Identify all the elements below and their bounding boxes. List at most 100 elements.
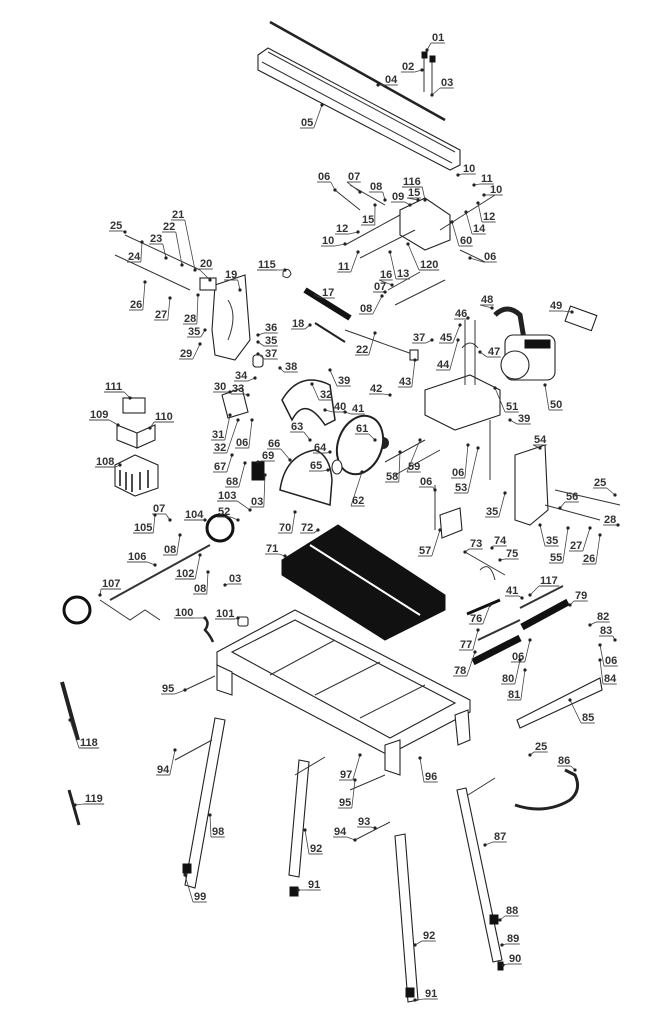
part-label-55: 55 xyxy=(549,526,570,564)
leader-dot xyxy=(450,220,454,224)
part-99-foot xyxy=(182,863,192,874)
part-number: 25 xyxy=(594,477,606,489)
leader-dot xyxy=(458,323,462,327)
part-107-bracket xyxy=(99,599,161,621)
leader-dot xyxy=(373,438,377,442)
part-label-109: 109 xyxy=(89,409,120,427)
part-number: 109 xyxy=(90,409,108,421)
leader-dot xyxy=(303,828,307,832)
leader-dot xyxy=(140,240,144,244)
part-number: 04 xyxy=(385,74,398,86)
leader-dot xyxy=(406,242,410,246)
part-label-77: 77 xyxy=(459,628,480,651)
part-number: 60 xyxy=(460,235,472,247)
leader-line xyxy=(109,419,119,426)
leader-line xyxy=(350,471,363,507)
leader-line xyxy=(238,462,246,488)
part-78-rail xyxy=(471,634,522,666)
leader-line xyxy=(303,431,311,441)
part-label-42: 42 xyxy=(369,383,392,397)
part-label-94: 94 xyxy=(333,826,357,842)
leader-dot xyxy=(236,518,240,522)
part-label-08: 08 xyxy=(163,533,182,556)
part-number: 30 xyxy=(214,381,226,393)
part-label-79: 79 xyxy=(568,590,588,607)
leader-dot xyxy=(488,603,492,607)
part-number: 15 xyxy=(362,214,374,226)
part-number: 11 xyxy=(481,173,493,185)
part-label-07: 07 xyxy=(346,171,362,194)
leader-dot xyxy=(543,383,547,387)
part-118-pin xyxy=(60,681,80,741)
leader-line xyxy=(524,639,531,663)
part-number: 41 xyxy=(352,403,364,415)
part-number: 79 xyxy=(575,590,587,602)
part-104-wheel xyxy=(205,513,235,543)
leader-line xyxy=(529,585,540,596)
part-number: 118 xyxy=(80,737,98,749)
part-label-69: 69 xyxy=(256,450,275,464)
leader-dot xyxy=(588,623,592,627)
leader-dot xyxy=(568,698,572,702)
leader-line xyxy=(169,749,176,776)
leader-line xyxy=(176,534,181,556)
part-number: 66 xyxy=(268,438,280,450)
part-number: 94 xyxy=(157,764,170,776)
part-label-27: 27 xyxy=(154,296,172,321)
part-label-09: 09 xyxy=(391,191,412,207)
part-label-90: 90 xyxy=(501,953,522,967)
part-label-11: 11 xyxy=(472,173,494,187)
part-number: 76 xyxy=(470,613,482,625)
leader-line xyxy=(479,304,493,309)
leader-dot xyxy=(476,628,480,632)
leader-line xyxy=(469,257,484,263)
leader-dot xyxy=(500,943,504,947)
part-number: 51 xyxy=(506,401,518,413)
leader-line xyxy=(411,359,416,388)
leader-line xyxy=(206,571,209,595)
part-label-17: 17 xyxy=(313,287,335,299)
leader-dot xyxy=(413,998,417,1002)
part-label-103: 103 xyxy=(217,490,252,512)
part-label-76: 76 xyxy=(469,603,492,625)
part-label-37: 37 xyxy=(256,348,278,360)
part-label-64: 64 xyxy=(313,442,332,454)
leader-line xyxy=(192,343,201,360)
leader-dot xyxy=(208,278,212,282)
part-05-fence-rail xyxy=(257,47,461,171)
leader-dot xyxy=(316,528,320,532)
part-number: 38 xyxy=(285,361,297,373)
part-17-brush xyxy=(303,287,352,321)
part-number: 43 xyxy=(399,376,411,388)
part-number: 05 xyxy=(301,117,313,129)
part-number: 97 xyxy=(340,769,352,781)
part-number: 11 xyxy=(338,261,350,273)
part-label-61: 61 xyxy=(355,423,377,442)
part-number: 54 xyxy=(534,434,547,446)
leader-dot xyxy=(116,423,120,427)
part-label-82: 82 xyxy=(588,611,610,627)
part-label-104: 104 xyxy=(184,509,207,522)
leader-dot xyxy=(388,393,392,397)
leader-line xyxy=(466,651,476,677)
part-label-92: 92 xyxy=(303,828,323,855)
leader-dot xyxy=(433,488,437,492)
part-number: 20 xyxy=(200,258,212,270)
part-number: 71 xyxy=(266,543,278,555)
part-number: 110 xyxy=(155,411,173,423)
leader-dot xyxy=(528,638,532,642)
part-number: 08 xyxy=(360,303,372,315)
part-number: 119 xyxy=(85,793,103,805)
part-92-leg-b xyxy=(394,833,419,1003)
leader-line xyxy=(494,387,506,413)
part-69-cover xyxy=(251,461,265,481)
part-number: 61 xyxy=(356,423,368,435)
leader-dot xyxy=(528,593,532,597)
leader-line xyxy=(209,814,212,838)
leader-dot xyxy=(558,506,562,510)
part-number: 73 xyxy=(470,538,482,550)
leader-line xyxy=(449,339,459,371)
part-label-85: 85 xyxy=(568,698,595,724)
part-number: 07 xyxy=(374,281,386,293)
part-number: 37 xyxy=(265,348,277,360)
